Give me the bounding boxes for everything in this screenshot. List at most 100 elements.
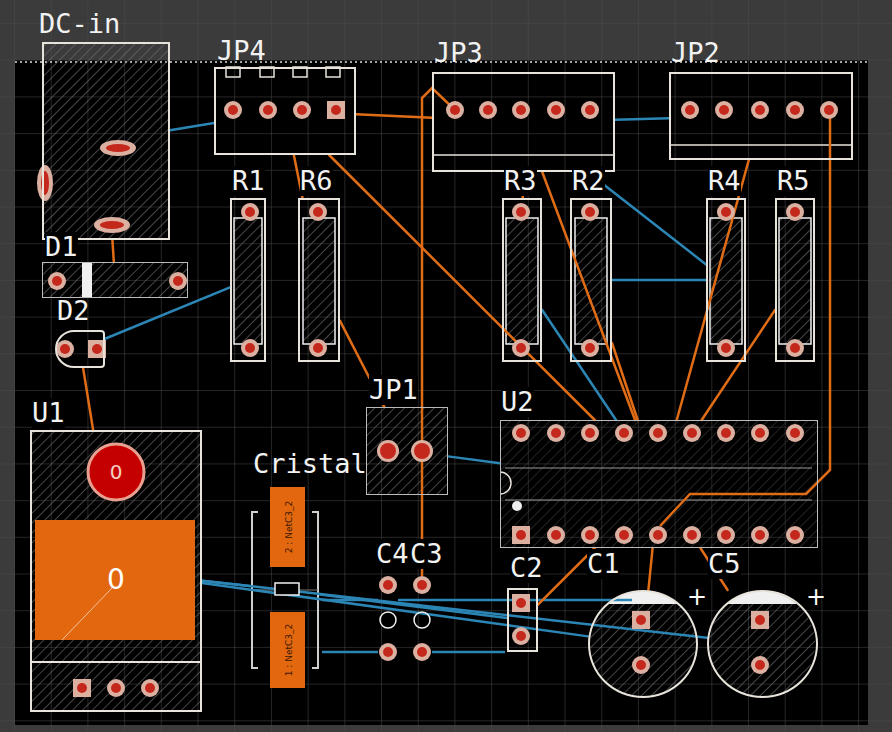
pad (309, 203, 327, 221)
pad (581, 526, 599, 544)
pad (615, 526, 633, 544)
pad (683, 424, 701, 442)
component-outline: C1 (588, 590, 698, 698)
pad (547, 424, 565, 442)
tab-pad (35, 520, 195, 640)
pad (786, 424, 804, 442)
copper-trace (542, 310, 616, 420)
designator: C1 (587, 549, 620, 579)
copper-trace (170, 123, 214, 130)
diode-body (42, 262, 188, 298)
pad (717, 203, 735, 221)
text-holder: R6 (300, 166, 333, 196)
designator: R3 (504, 166, 537, 196)
copper-trace (398, 599, 632, 602)
copper-trace (320, 594, 507, 618)
pad (717, 526, 735, 544)
diode-band (82, 263, 92, 297)
pad (512, 203, 530, 221)
pad-label: + (806, 584, 826, 610)
text-holder: JP4 (217, 36, 266, 66)
pad (512, 101, 530, 119)
pad (413, 576, 431, 594)
pad (581, 101, 599, 119)
connector-body (42, 42, 170, 240)
pad (547, 101, 565, 119)
text-holder: D1 (45, 232, 78, 262)
pad (751, 101, 769, 119)
header-notches (226, 67, 853, 155)
ic-outline (505, 500, 812, 501)
component-outline: DC-in (42, 42, 170, 240)
pad (48, 272, 66, 290)
text-holder: C5 (708, 549, 741, 579)
component-outline: R4 (706, 198, 746, 362)
component-outline: R1 (230, 198, 266, 362)
component-outline: D2 (55, 330, 105, 368)
pad (786, 101, 804, 119)
pad-hole (106, 144, 130, 152)
pad (786, 203, 804, 221)
pad (512, 526, 530, 544)
text-holder: Cristal (253, 449, 367, 479)
dc-jack-pads (37, 140, 136, 233)
pad (512, 594, 530, 612)
designator: U1 (32, 398, 65, 428)
resistor-symbol (234, 218, 262, 344)
copper-trace (615, 118, 669, 119)
copper-trace (588, 172, 706, 264)
hole (380, 612, 396, 628)
copper-trace (677, 160, 749, 420)
text-holder: R4 (708, 166, 741, 196)
pad (141, 679, 159, 697)
copper-trace (322, 651, 378, 654)
pad (512, 627, 530, 645)
component-outline: JP1 (366, 407, 448, 495)
resistor-symbol (575, 218, 607, 344)
pad (547, 526, 565, 544)
resistor-symbol (303, 218, 335, 344)
crystal-line (252, 590, 318, 591)
label-holder: 0 (107, 565, 125, 596)
pad (786, 339, 804, 357)
text-holder: R3 (504, 166, 537, 196)
copper-trace (612, 343, 638, 420)
regulator-pads (35, 444, 195, 640)
designator: JP2 (671, 38, 720, 68)
component-outline: R3 (502, 198, 542, 362)
text-holder: R1 (232, 166, 265, 196)
pad (581, 203, 599, 221)
designator: DC-in (39, 9, 120, 39)
pad (224, 101, 242, 119)
copper-trace (329, 155, 595, 420)
capacitor-polarity-cap (588, 590, 698, 604)
component-outline: C5 (707, 590, 818, 698)
pad (717, 424, 735, 442)
capacitor-body (590, 591, 696, 697)
component-outline: JP4 (214, 67, 356, 155)
copper-trace (322, 599, 378, 602)
pads (48, 101, 838, 697)
pad (820, 101, 838, 119)
pad (717, 339, 735, 357)
text-holder: R2 (572, 166, 605, 196)
designator: C5 (708, 549, 741, 579)
pad (169, 272, 187, 290)
pad (632, 656, 650, 674)
capacitor-body (709, 591, 815, 697)
copper-trace (202, 581, 250, 586)
designator: R4 (708, 166, 741, 196)
pad (413, 643, 431, 661)
pad (615, 424, 633, 442)
pad-label: 1 : NetC3_2 (285, 624, 295, 677)
pad (649, 526, 667, 544)
copper-trace (422, 88, 455, 576)
pad (259, 101, 277, 119)
pad (751, 424, 769, 442)
component-outline: R6 (298, 198, 340, 362)
smd-pad (270, 612, 305, 688)
